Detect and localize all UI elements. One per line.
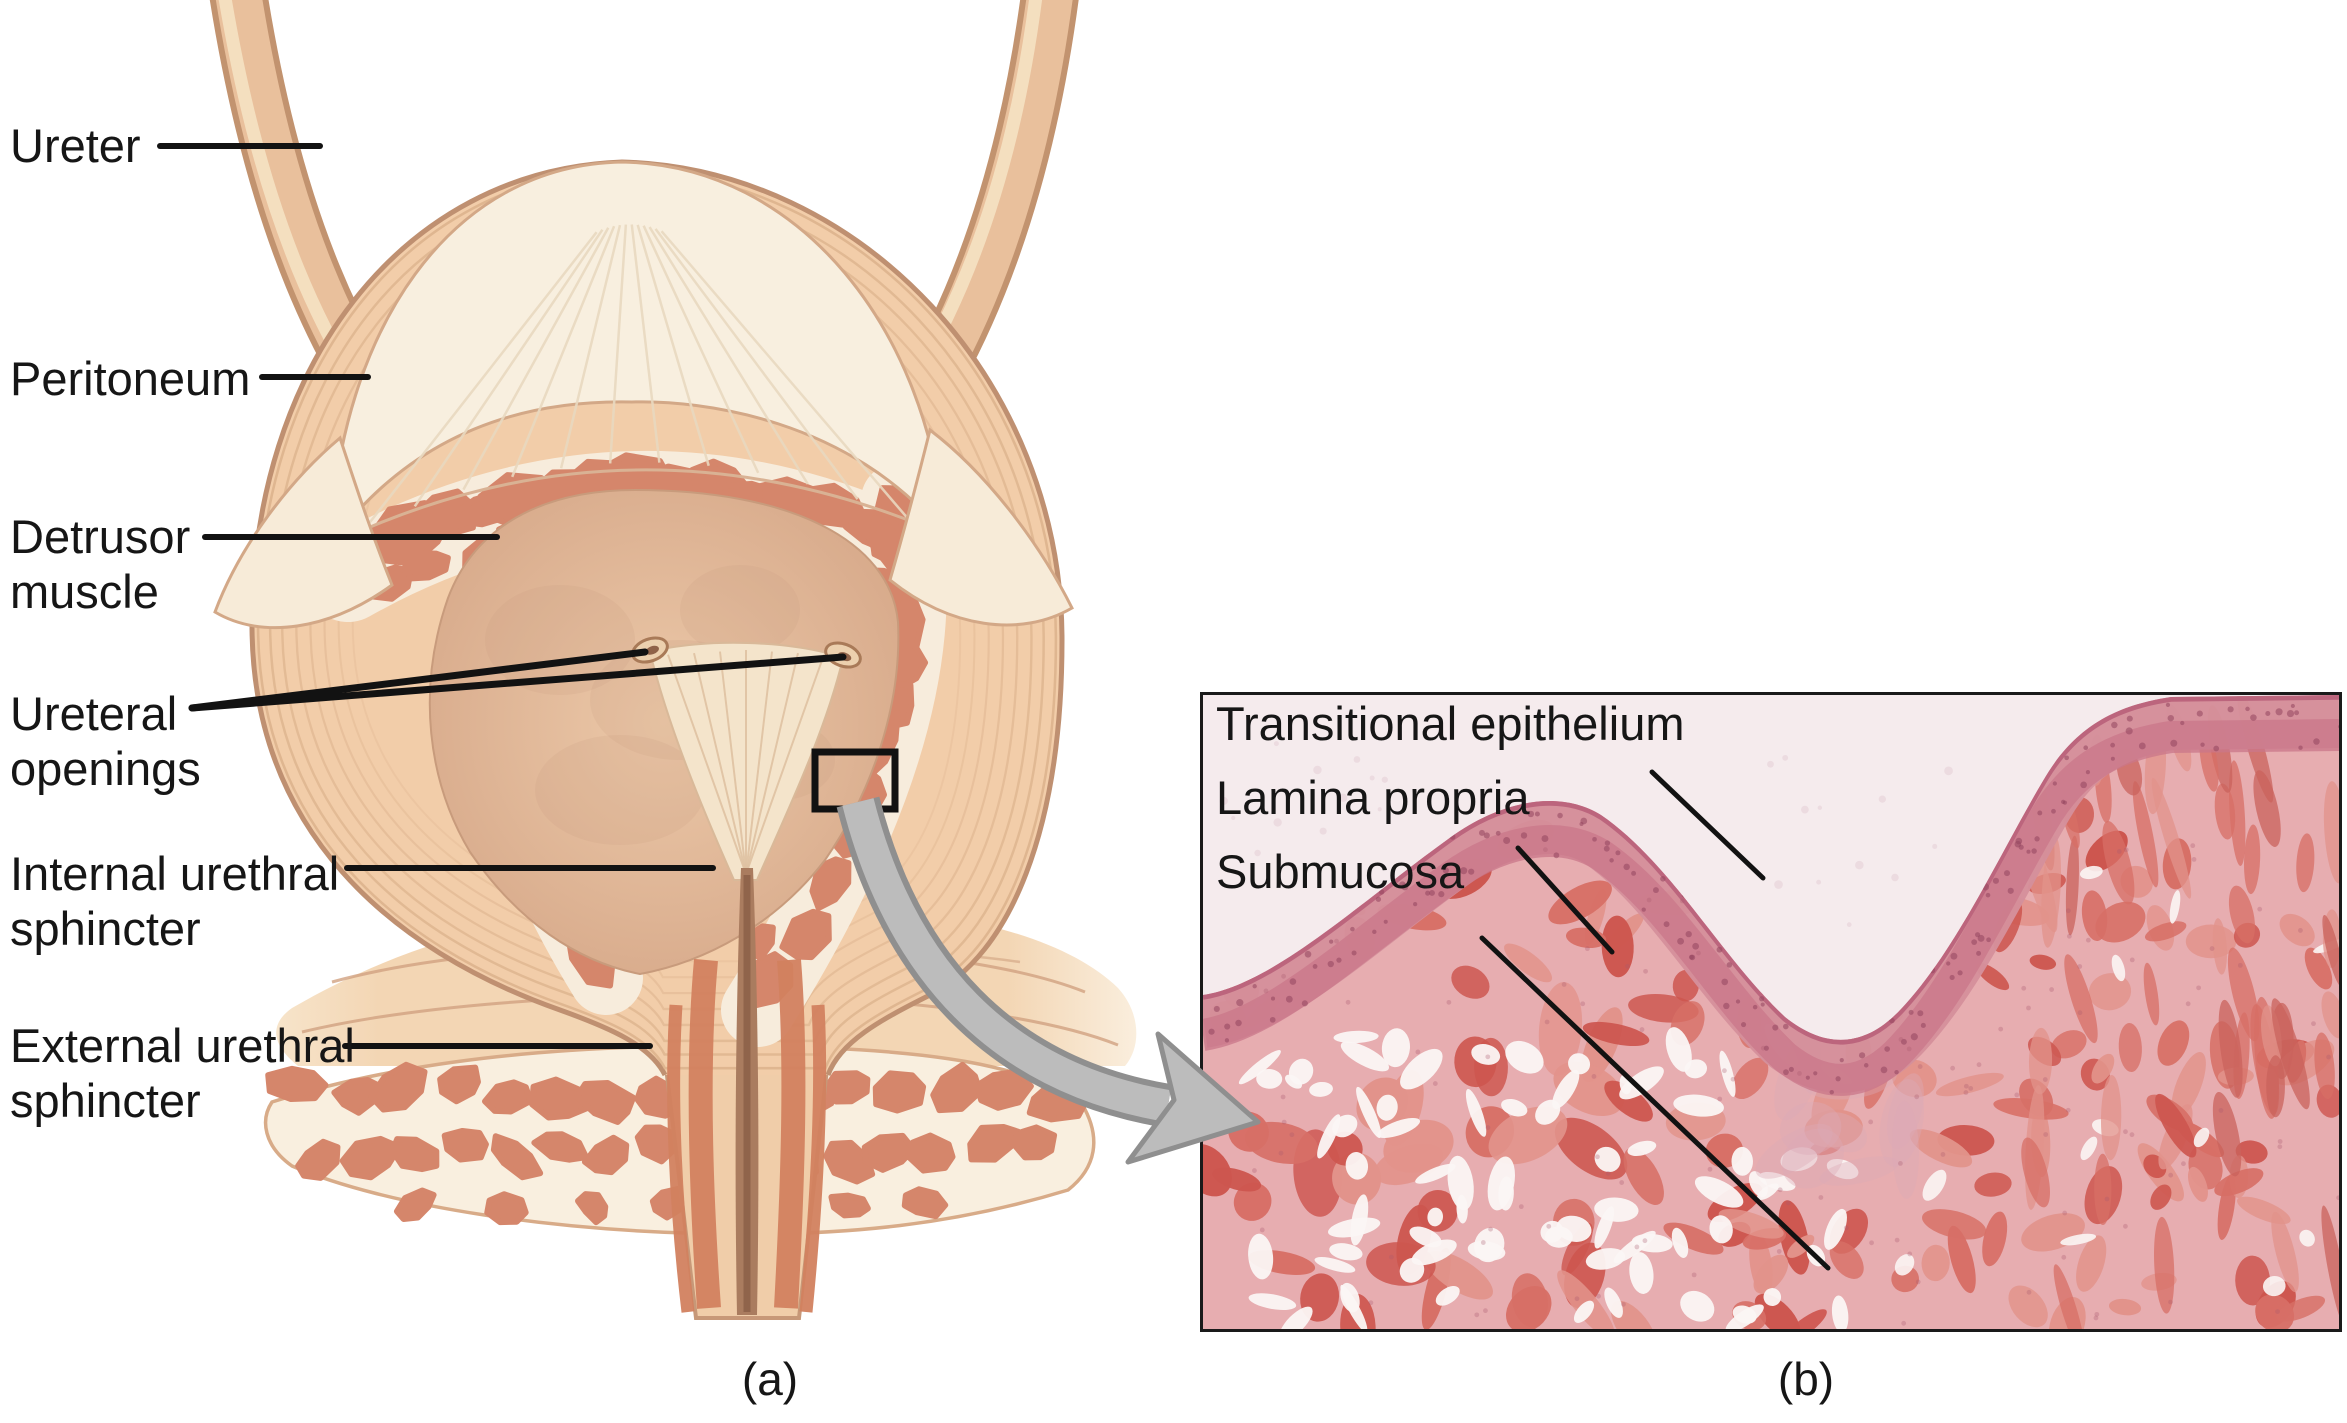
caption-panel-a: (a) xyxy=(741,1353,799,1405)
label-internal-urethral-sphincter: Internal urethral sphincter xyxy=(10,847,340,955)
label-transitional-epithelium: Transitional epithelium xyxy=(1216,697,1685,750)
caption-panel-b: (b) xyxy=(1777,1353,1835,1405)
label-external-urethral-sphincter: External urethral sphincter xyxy=(10,1019,355,1127)
label-detrusor-muscle: Detrusor muscle xyxy=(10,510,191,618)
label-ureter: Ureter xyxy=(10,119,141,172)
label-ureteral-openings: Ureteral openings xyxy=(10,687,201,795)
label-peritoneum: Peritoneum xyxy=(10,352,251,405)
label-submucosa: Submucosa xyxy=(1216,845,1465,898)
label-lamina-propria: Lamina propria xyxy=(1216,771,1530,824)
